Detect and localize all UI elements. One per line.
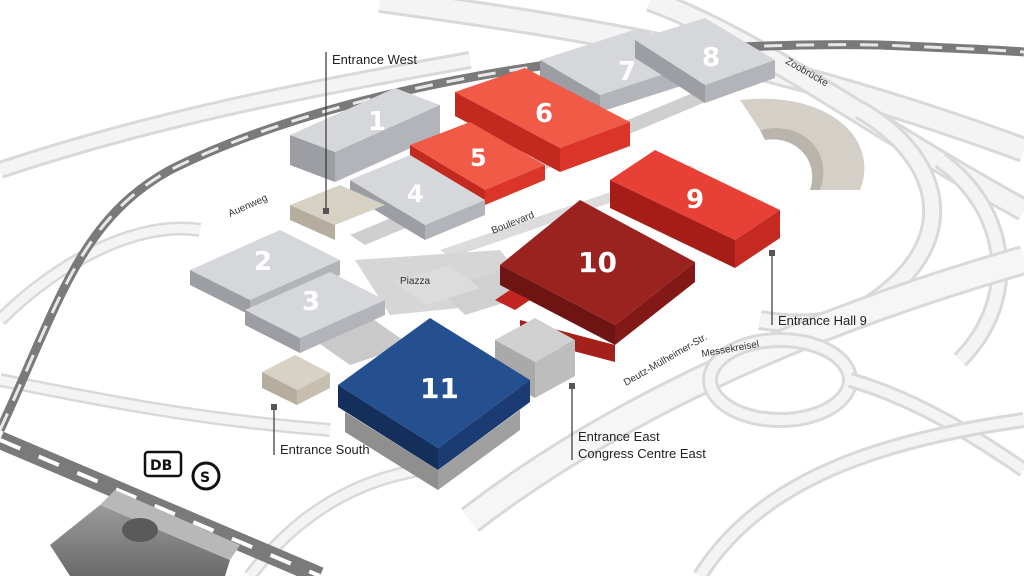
hall-8[interactable]: 8: [635, 18, 775, 103]
db-logo-text: DB: [150, 458, 172, 474]
s-bahn-text: S: [200, 470, 210, 486]
hall-7-label: 7: [618, 57, 636, 87]
hall-1-label: 1: [368, 107, 386, 137]
hall-3-label: 3: [302, 287, 320, 317]
deutz-station: [50, 490, 240, 576]
hall-9-label: 9: [686, 185, 704, 215]
exhibition-halls: 1 7 8 6 5: [190, 18, 780, 490]
hall-9[interactable]: 9: [610, 150, 780, 268]
entrance-west-label: Entrance West: [332, 52, 417, 67]
hall-6-label: 6: [535, 99, 553, 129]
s-bahn-icon: S: [191, 461, 221, 491]
hall-annex: [290, 185, 385, 240]
db-logo: DB: [143, 450, 183, 478]
hall-11-label: 11: [420, 372, 459, 405]
entrance-callouts: Entrance West Entrance South Entrance Ea…: [271, 52, 867, 461]
south-gateway: [262, 355, 330, 405]
entrance-east-label: Entrance East: [578, 429, 660, 444]
piazza-building: [395, 265, 480, 305]
hall-1[interactable]: 1: [290, 88, 440, 182]
hall-10-label: 10: [578, 246, 617, 279]
congress-centre-east-label: Congress Centre East: [578, 446, 706, 461]
hall-4[interactable]: 4: [350, 155, 485, 240]
entrance-hall9-label: Entrance Hall 9: [778, 313, 867, 328]
hall-6[interactable]: 6: [455, 68, 630, 172]
hall-2-label: 2: [254, 247, 272, 277]
transit-badges: DB S: [143, 450, 221, 491]
entrance-south-label: Entrance South: [280, 442, 370, 457]
street-auenweg: Auenweg: [227, 193, 270, 220]
street-piazza: Piazza: [400, 276, 430, 287]
hall-8-label: 8: [702, 43, 720, 73]
hall-11[interactable]: 11: [338, 318, 530, 490]
zoobruecke-ramp: [740, 98, 865, 190]
hall-4-label: 4: [407, 180, 424, 208]
hall-3[interactable]: 3: [245, 272, 385, 353]
railway: [0, 40, 1024, 576]
hall-5-label: 5: [470, 144, 487, 172]
